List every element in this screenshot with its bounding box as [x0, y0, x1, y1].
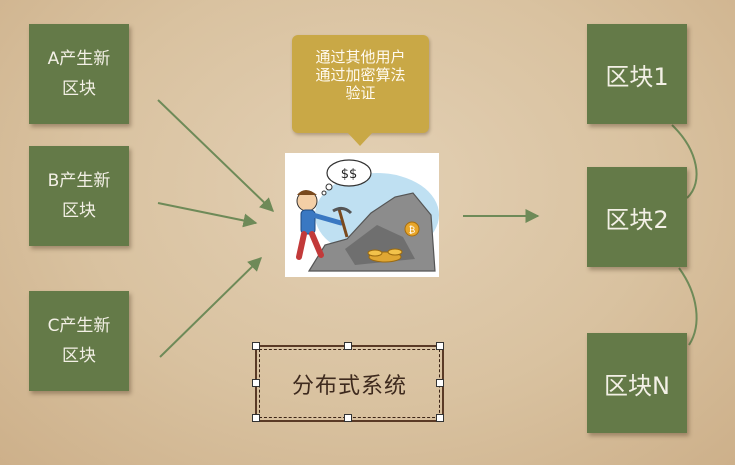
block-2: 区块2 [587, 167, 687, 267]
arrow-c-to-mining [159, 257, 262, 358]
resize-handle-bottom-right[interactable] [436, 414, 444, 422]
source-b-line1: B产生新 [47, 171, 111, 191]
arrow-b-to-mining [157, 202, 258, 228]
block-2-label: 区块2 [605, 205, 669, 234]
resize-handle-left[interactable] [252, 379, 260, 387]
source-c-line1: C产生新 [47, 316, 111, 336]
miner-with-bitcoin-icon: $$ ₿ [296, 159, 439, 272]
svg-text:₿: ₿ [409, 225, 416, 236]
block-n: 区块N [587, 333, 687, 433]
source-a-line2: 区块 [62, 79, 96, 99]
source-box-a: A产生新 区块 [29, 24, 129, 124]
callout-line3: 验证 [345, 84, 376, 102]
resize-handle-right[interactable] [436, 379, 444, 387]
distributed-system-label: 分布式系统 [291, 373, 407, 399]
link-block1-block2 [671, 124, 698, 199]
resize-handle-bottom-left[interactable] [252, 414, 260, 422]
resize-handle-top-right[interactable] [436, 342, 444, 350]
callout-tail [347, 132, 373, 146]
block-1-label: 区块1 [605, 62, 669, 91]
miner-illustration: $$ ₿ [285, 153, 439, 277]
arrow-a-to-mining [157, 99, 275, 212]
block-1: 区块1 [587, 24, 687, 124]
source-b-line2: 区块 [62, 201, 96, 221]
distributed-system-textbox[interactable]: 分布式系统 [255, 345, 444, 422]
resize-handle-top[interactable] [344, 342, 352, 350]
source-a-line1: A产生新 [47, 49, 111, 69]
link-block2-blockN [678, 267, 698, 346]
source-box-c: C产生新 区块 [29, 291, 129, 391]
block-n-label: 区块N [604, 371, 670, 400]
callout-line1: 通过其他用户 [315, 48, 406, 66]
source-c-line2: 区块 [62, 346, 96, 366]
source-box-b: B产生新 区块 [29, 146, 129, 246]
thought-bubble-text: $$ [341, 167, 358, 182]
verification-callout: 通过其他用户 通过加密算法 验证 [292, 35, 429, 146]
resize-handle-bottom[interactable] [344, 414, 352, 422]
callout-line2: 通过加密算法 [315, 66, 406, 84]
resize-handle-top-left[interactable] [252, 342, 260, 350]
